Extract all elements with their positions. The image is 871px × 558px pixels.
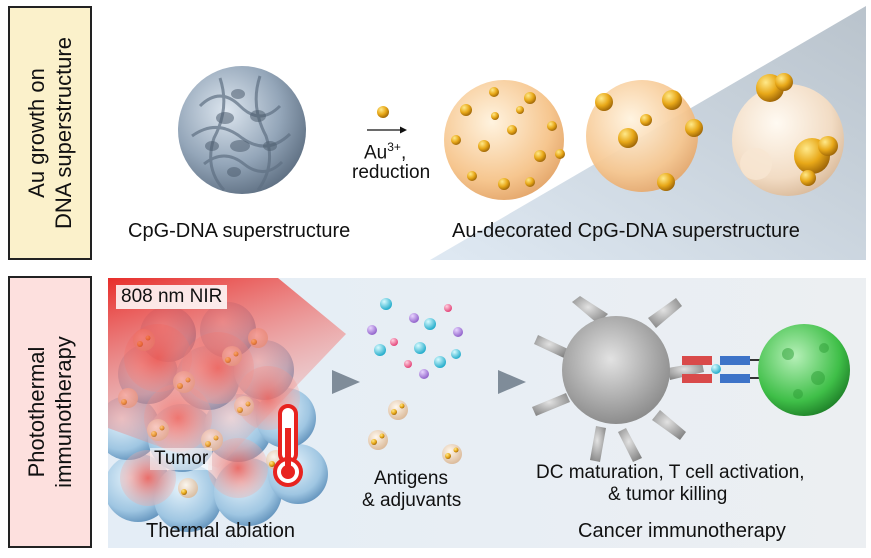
panel-photothermal-graphics: [108, 278, 866, 548]
thermometer-icon: [273, 404, 303, 487]
panel-photothermal-immunotherapy: 808 nm NIR Tumor Thermal ablation Antige…: [108, 278, 866, 548]
arrow-label-charge: 3+: [387, 140, 401, 154]
side-label-photothermal: Photothermal immunotherapy: [8, 276, 92, 548]
nir-laser-beam: [108, 278, 346, 468]
side-label-au-growth-line2: DNA superstructure: [51, 37, 76, 229]
arrow-right-icon: [367, 126, 407, 134]
label-808nm-nir: 808 nm NIR: [116, 285, 228, 309]
label-tumor-killing: & tumor killing: [608, 484, 728, 505]
caption-au-decorated-superstructure: Au-decorated CpG-DNA superstructure: [452, 220, 800, 242]
cpg-dna-superstructure-sphere: [178, 66, 306, 194]
arrow-label-au-ion: Au3+,: [364, 140, 406, 164]
arrow-label-au: Au: [364, 142, 388, 164]
au-ion-dot: [377, 106, 389, 118]
caption-cpg-dna-superstructure: CpG-DNA superstructure: [128, 220, 351, 242]
au-decorated-sphere-medium-particles: [586, 80, 703, 192]
dendritic-cell: [532, 296, 704, 462]
arrow-label-reduction: reduction: [352, 162, 431, 183]
side-label-au-growth: Au growth on DNA superstructure: [8, 6, 92, 260]
released-au-particles: [368, 400, 462, 464]
label-dc-maturation: DC maturation, T cell activation,: [536, 462, 805, 483]
panel-au-growth-graphics: [178, 6, 866, 260]
arrow-label-comma: ,: [400, 142, 407, 164]
side-label-photothermal-line1: Photothermal: [24, 346, 49, 478]
caption-thermal-ablation: Thermal ablation: [146, 520, 295, 542]
chevron-right-icon: [332, 370, 360, 394]
antigen-adjuvant-molecules: [367, 298, 463, 379]
au-decorated-sphere-small-particles: [444, 80, 565, 200]
side-label-photothermal-line2: immunotherapy: [51, 336, 76, 488]
label-tumor: Tumor: [150, 448, 213, 470]
au-decorated-sphere-large-particles: [732, 73, 844, 196]
panel-au-growth: CpG-DNA superstructure Au3+, reduction A…: [100, 6, 866, 260]
side-label-au-growth-line1: Au growth on: [24, 68, 49, 198]
label-antigens: Antigens: [374, 468, 448, 489]
t-cell: [758, 324, 850, 416]
caption-cancer-immunotherapy: Cancer immunotherapy: [578, 520, 786, 542]
chevron-right-icon-2: [498, 370, 526, 394]
label-adjuvants: & adjuvants: [362, 490, 462, 511]
